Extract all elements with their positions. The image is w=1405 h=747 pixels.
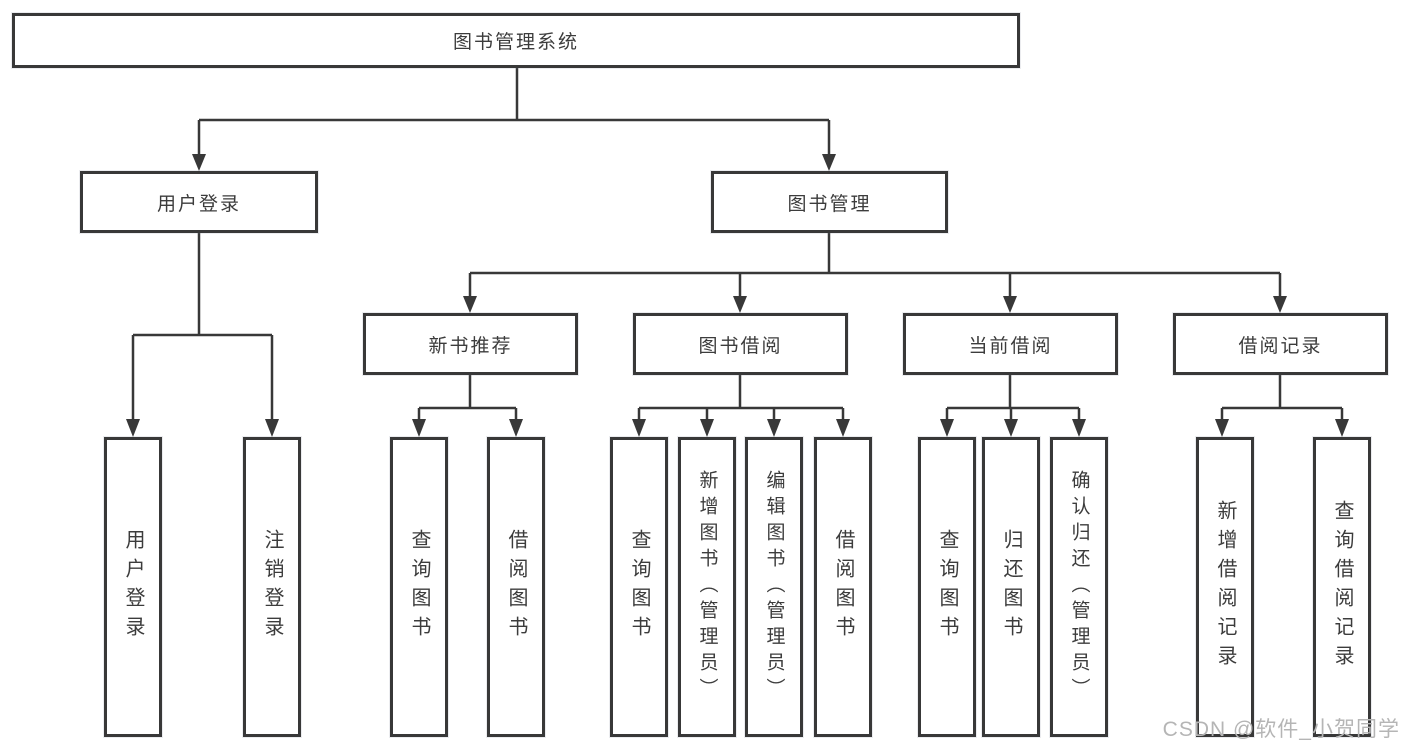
leaf-borrow-books: 借阅图书	[814, 437, 872, 737]
leaf-edit-books-admin: 编辑图书（管理员）	[745, 437, 803, 737]
leaf-confirm-return-admin: 确认归还（管理员）	[1050, 437, 1108, 737]
arrowhead-icons	[126, 154, 1349, 437]
node-book-management-branch: 图书管理	[711, 171, 948, 233]
node-library-management-system: 图书管理系统	[12, 13, 1020, 68]
node-book-borrowing: 图书借阅	[633, 313, 848, 375]
leaf-return-books: 归还图书	[982, 437, 1040, 737]
leaf-add-borrow-record: 新增借阅记录	[1196, 437, 1254, 737]
leaf-borrow-books: 借阅图书	[487, 437, 545, 737]
leaf-query-books: 查询图书	[610, 437, 668, 737]
leaf-query-borrow-record: 查询借阅记录	[1313, 437, 1371, 737]
leaf-query-books: 查询图书	[918, 437, 976, 737]
node-borrowing-records: 借阅记录	[1173, 313, 1388, 375]
leaf-query-books: 查询图书	[390, 437, 448, 737]
node-current-borrowing: 当前借阅	[903, 313, 1118, 375]
csdn-watermark: CSDN @软件_小贺同学	[1162, 718, 1400, 741]
leaf-user-login: 用户登录	[104, 437, 162, 737]
leaf-logout: 注销登录	[243, 437, 301, 737]
leaf-add-books-admin: 新增图书（管理员）	[678, 437, 736, 737]
node-user-login-branch: 用户登录	[80, 171, 318, 233]
node-new-book-recommendation: 新书推荐	[363, 313, 578, 375]
